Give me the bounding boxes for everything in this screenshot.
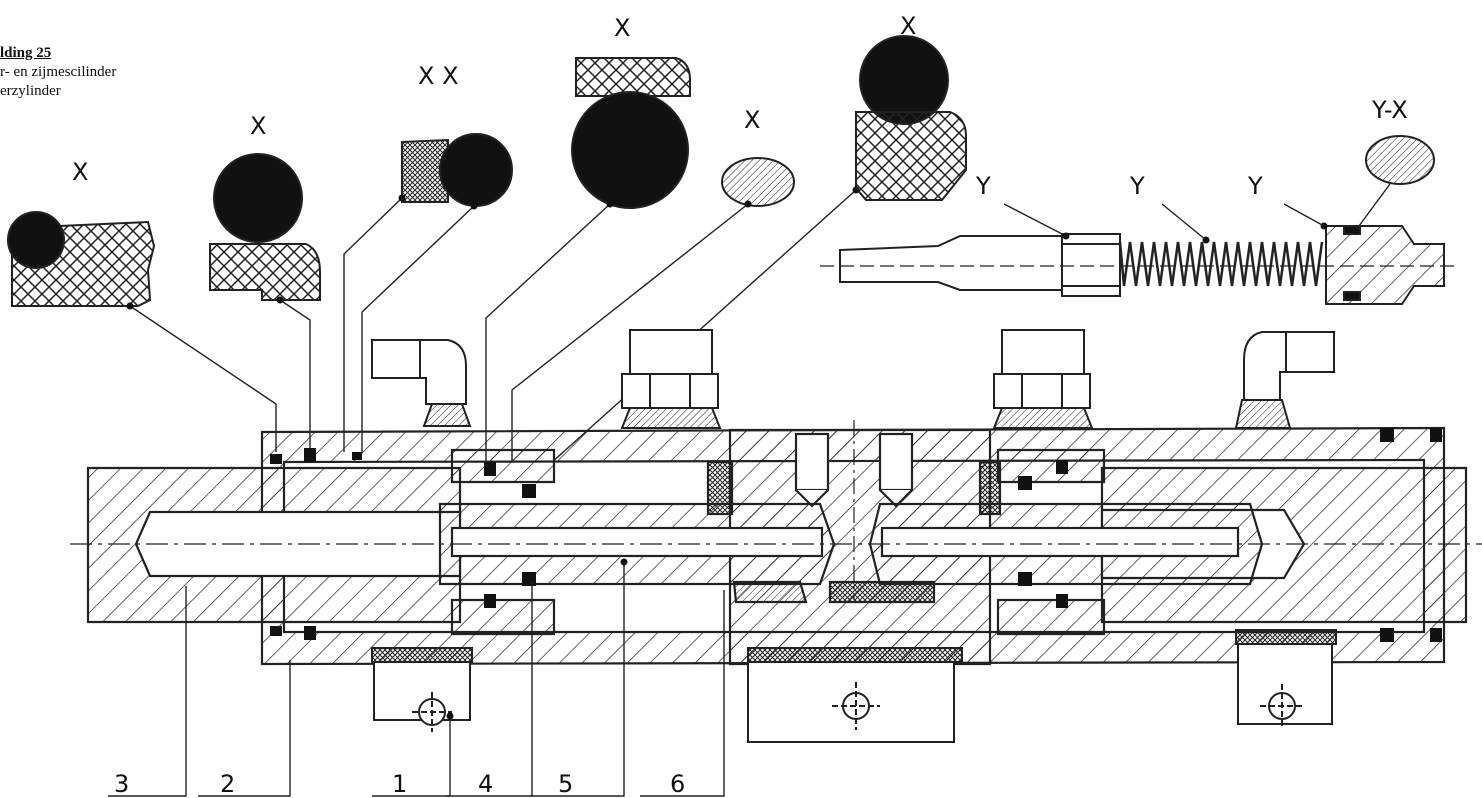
seal-label-x2: X [250,112,266,140]
seal-label-x4: X [744,106,760,134]
part-leader-dots [446,558,628,720]
seal-label-y1: Y [975,172,991,200]
seal-detail-5 [855,35,967,201]
part-number-5: 5 [558,770,573,798]
leader-dots [126,186,1360,310]
seal-detail-xx [401,133,513,207]
mount-bracket-left [371,647,473,732]
part-number-1: 1 [392,770,407,798]
seal-label-y2: Y [1129,172,1145,200]
figure-caption: lding 25 r- en zijmescilinder erzylinder [0,44,116,101]
mount-bracket-center [747,647,963,743]
seal-detail-3 [571,57,691,209]
seal-label-x5: X [900,12,916,40]
straight-fitting-right [992,329,1094,429]
straight-fitting-left [620,329,722,429]
valve-detail [820,135,1460,305]
part-leaders [108,562,725,797]
part-number-4: 4 [478,770,493,798]
o-rings [270,428,1442,642]
seal-label-x1: X [72,158,88,186]
cylinder-body [86,426,1468,666]
seal-label-x3: X [614,14,630,42]
part-number-3: 3 [114,770,129,798]
elbow-fitting-right [1234,331,1335,429]
caption-title: lding 25 [0,45,52,61]
seal-label-yx: Y-X [1371,96,1408,124]
part-number-6: 6 [670,770,685,798]
seal-detail-2 [209,153,321,301]
mount-bracket-right [1235,629,1337,728]
caption-line-1: r- en zijmescilinder [0,64,117,80]
seal-detail-4 [721,157,795,207]
elbow-fitting-left [371,339,472,427]
seal-label-y3: Y [1247,172,1263,200]
seal-detail-1 [7,211,156,307]
caption-line-2: erzylinder [0,83,61,99]
seal-label-xx: X X [418,62,459,90]
part-number-2: 2 [220,770,235,798]
